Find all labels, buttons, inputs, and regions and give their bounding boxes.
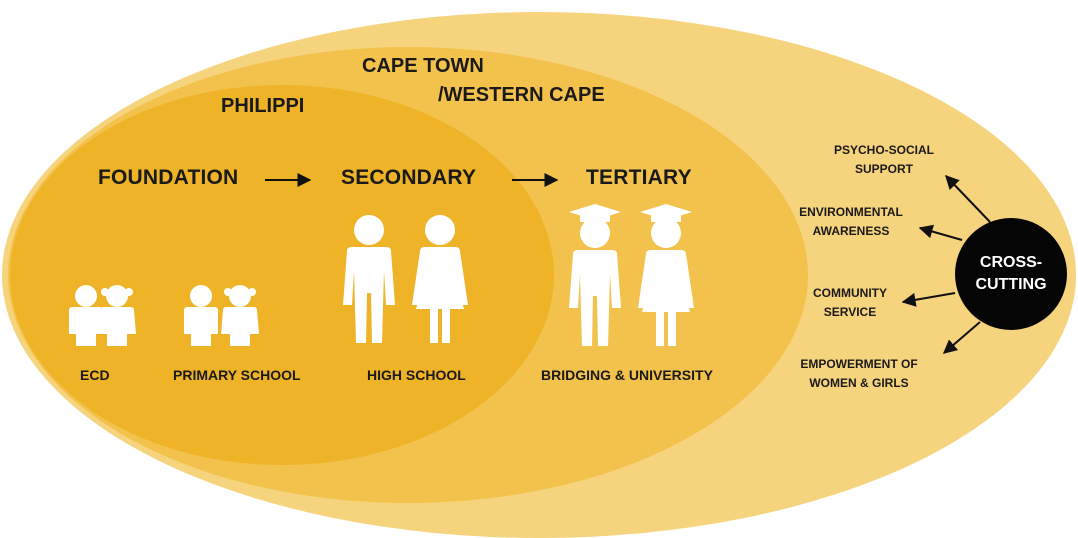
cross-item-line: EMPOWERMENT OF [800, 357, 918, 371]
cross-item-environmental-awareness: ENVIRONMENTAL AWARENESS [799, 203, 903, 241]
cross-arrow-psycho [945, 174, 991, 223]
stage-secondary: SECONDARY [341, 166, 477, 189]
group-label-bridging-university: BRIDGING & UNIVERSITY [541, 367, 713, 383]
group-label-high-school: HIGH SCHOOL [367, 367, 466, 383]
region-label-cape-town: CAPE TOWN [362, 55, 484, 77]
stage-foundation: FOUNDATION [98, 166, 239, 189]
cross-item-psycho-social-support: PSYCHO-SOCIAL SUPPORT [834, 141, 934, 179]
cross-item-line: SERVICE [823, 305, 877, 319]
cross-item-line: AWARENESS [812, 224, 890, 238]
stage-tertiary: TERTIARY [586, 166, 692, 189]
group-label-primary-school: PRIMARY SCHOOL [173, 367, 301, 383]
cross-item-line: COMMUNITY [813, 286, 887, 300]
inner-ellipse [10, 85, 554, 465]
cross-arrow-community [901, 292, 956, 307]
cross-item-line: ENVIRONMENTAL [799, 205, 903, 219]
cross-item-line: SUPPORT [854, 162, 914, 176]
cross-cutting-label: CROSS- CUTTING [975, 252, 1046, 296]
cross-item-community-service: COMMUNITY SERVICE [813, 284, 887, 322]
cross-item-empowerment-women-girls: EMPOWERMENT OF WOMEN & GIRLS [800, 355, 917, 393]
group-label-ecd: ECD [80, 367, 110, 383]
cross-cutting-circle [955, 218, 1067, 330]
cross-arrow-empowerment [942, 321, 981, 354]
cross-cutting-label-line2: CUTTING [975, 276, 1047, 293]
cross-arrow-environment [918, 224, 963, 241]
cross-cutting-label-line1: CROSS- [979, 254, 1043, 271]
cross-item-line: WOMEN & GIRLS [809, 376, 909, 390]
region-label-philippi: PHILIPPI [221, 95, 305, 117]
cross-item-line: PSYCHO-SOCIAL [833, 143, 935, 157]
region-label-western-cape: /WESTERN CAPE [438, 84, 605, 106]
